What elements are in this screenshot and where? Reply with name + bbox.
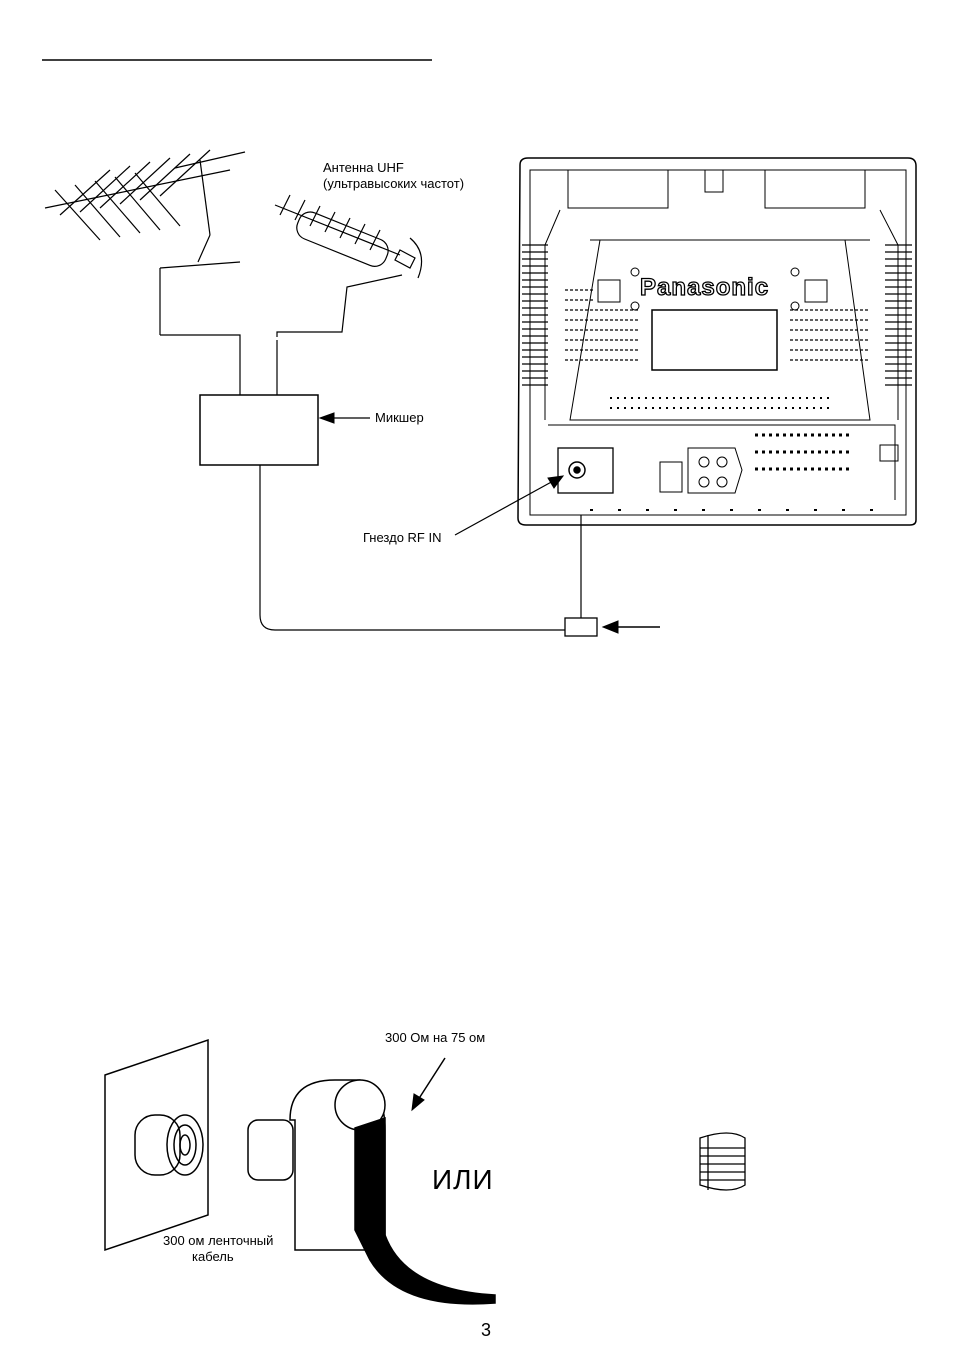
adapter-label: 300 Ом на 75 ом xyxy=(385,1030,485,1046)
adapter-arrow xyxy=(412,1058,445,1110)
coax-cable xyxy=(260,465,565,630)
connector-icon xyxy=(700,1133,745,1190)
mixer-box xyxy=(200,395,318,465)
uhf-antenna xyxy=(275,195,422,337)
or-label: ИЛИ xyxy=(432,1164,494,1196)
rf-in-pointer xyxy=(455,476,563,535)
plug-box xyxy=(565,618,597,636)
vhf-antenna xyxy=(45,150,245,335)
plug-arrow xyxy=(603,621,660,633)
antenna-leads xyxy=(160,335,277,395)
tv-back xyxy=(518,158,916,525)
uhf-antenna-label-2: (ультравысоких частот) xyxy=(323,176,464,192)
uhf-antenna-label: Антенна UHF xyxy=(323,160,404,176)
mixer-arrow xyxy=(320,413,370,423)
mixer-label: Микшер xyxy=(375,410,424,426)
page-number: 3 xyxy=(481,1320,491,1341)
rf-in-label: Гнездо RF IN xyxy=(363,530,441,546)
ribbon-cable-label: 300 ом ленточный xyxy=(163,1233,273,1249)
ribbon-cable-label-2: кабель xyxy=(192,1249,234,1265)
brand-logo: Panasonic xyxy=(640,274,769,302)
wall-plate xyxy=(105,1040,208,1250)
